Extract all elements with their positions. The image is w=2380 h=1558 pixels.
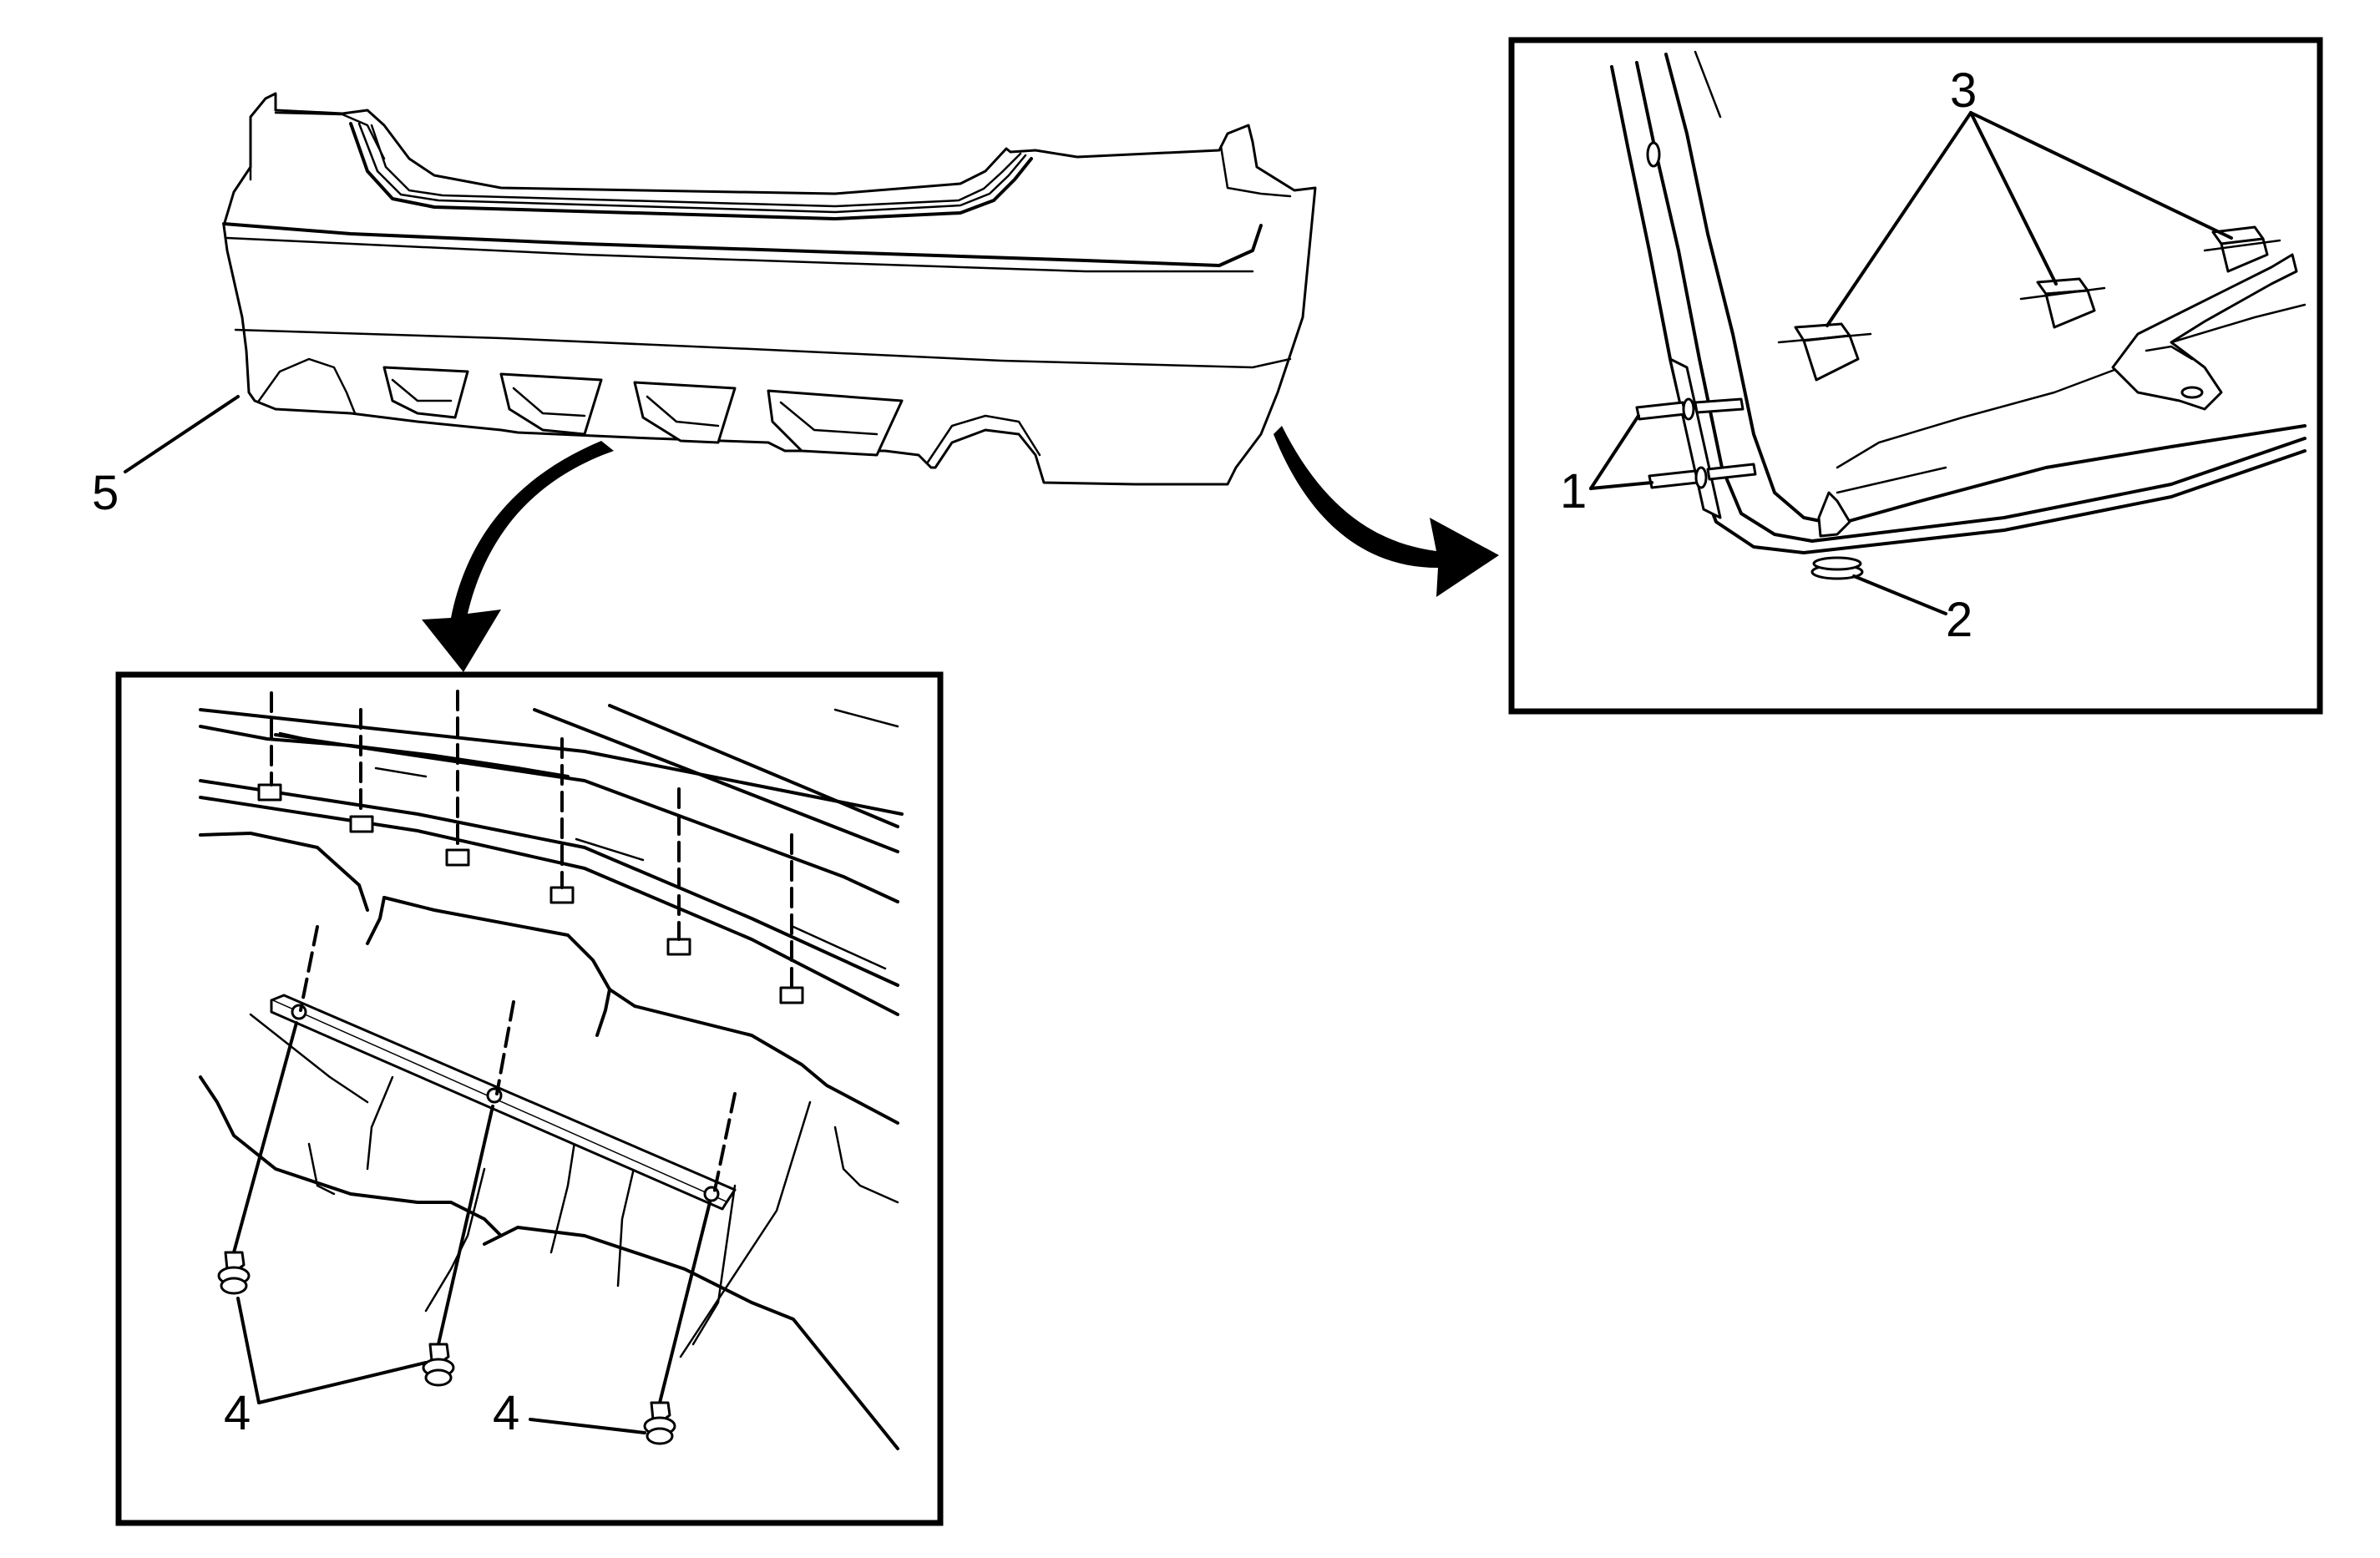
push-pin-icon <box>1810 491 1864 580</box>
leaders-4 <box>236 1297 646 1434</box>
callout-2: 2 <box>1946 593 1972 647</box>
clip-icon <box>2203 225 2281 273</box>
rear-bumper-fascia <box>222 92 1317 486</box>
detail-view-side <box>1508 37 2323 715</box>
arrow-to-detail-right <box>1274 426 1499 597</box>
callout-4-left: 4 <box>224 1386 251 1440</box>
arrow-to-detail-left <box>422 441 614 672</box>
leader-5 <box>124 395 240 473</box>
detail-view-lower <box>115 671 944 1526</box>
bolt-icon <box>422 1343 455 1387</box>
stud-icon <box>1648 463 1757 489</box>
callout-1: 1 <box>1560 464 1587 518</box>
callout-3: 3 <box>1950 63 1977 118</box>
callout-4-right: 4 <box>493 1386 519 1440</box>
leaders-1-2-3 <box>1589 111 2233 615</box>
bolt-icon <box>217 1251 251 1295</box>
bolt-icon <box>643 1401 676 1445</box>
callout-5: 5 <box>92 466 119 520</box>
clip-icon <box>2019 277 2106 329</box>
